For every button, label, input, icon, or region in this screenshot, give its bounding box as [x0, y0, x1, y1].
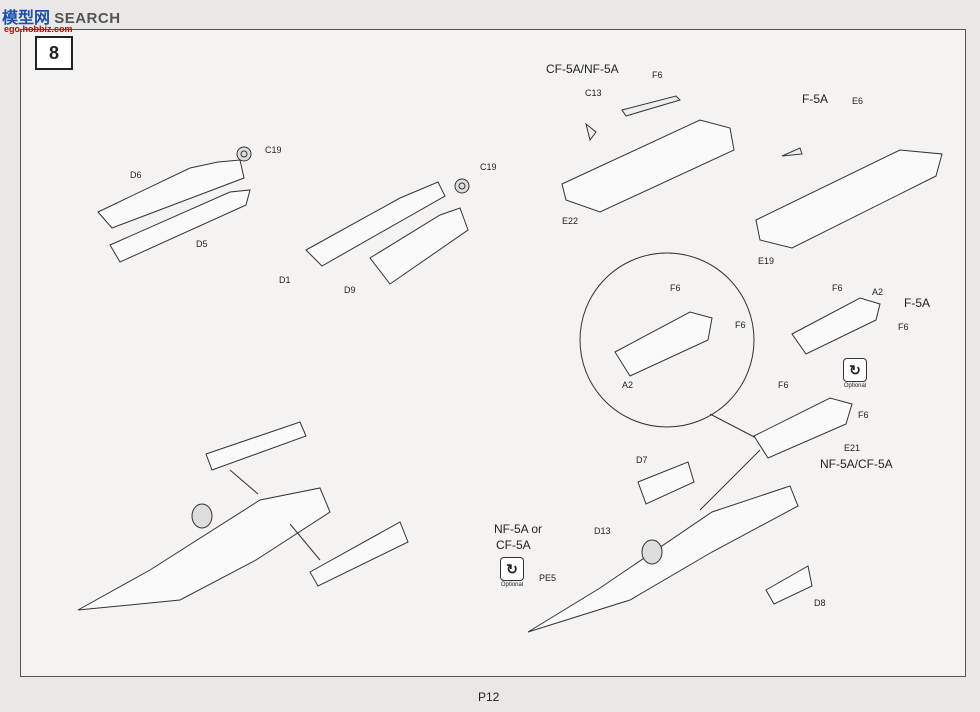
variant-f5a-mid: F-5A	[904, 296, 931, 310]
part-label: F6	[898, 322, 909, 332]
part-label: PE5	[539, 573, 557, 583]
part-label: D8	[814, 598, 826, 608]
part-label: D9	[344, 285, 356, 295]
part-label: D6	[130, 170, 142, 180]
part-label: F6	[832, 283, 843, 293]
page-number: P12	[478, 690, 500, 704]
part-label: F6	[670, 283, 681, 293]
part-label: E22	[562, 216, 579, 226]
part-label: F6	[778, 380, 789, 390]
optional-badge: ↻ Optional	[843, 358, 867, 389]
part-label: C19	[480, 162, 497, 172]
part-label: D1	[279, 275, 291, 285]
step-number: 8	[35, 36, 73, 70]
part-label: E19	[758, 256, 775, 266]
variant-cf-nf: CF-5A/NF-5A	[546, 62, 619, 76]
part-label: D13	[594, 526, 611, 536]
part-label: C19	[265, 145, 282, 155]
part-label: F6	[858, 410, 869, 420]
optional-badge: ↻ Optional	[500, 557, 524, 588]
d1-d9-assembly	[305, 178, 470, 285]
part-label: D5	[196, 239, 208, 249]
part-label: E21	[844, 443, 861, 453]
part-label: E6	[852, 96, 864, 106]
variant-cf: CF-5A	[496, 538, 531, 552]
watermark-site: ego.hobbiz.com	[4, 24, 73, 34]
rotate-icon: ↻	[843, 358, 867, 382]
part-label: C13	[585, 88, 602, 98]
left-fuselage	[77, 421, 409, 611]
rotate-icon: ↻	[500, 557, 524, 581]
e19-panel	[755, 147, 943, 249]
e22-panel	[561, 95, 735, 213]
detail-circle	[579, 252, 755, 428]
part-label: A2	[872, 287, 884, 297]
d6-d5-assembly	[97, 146, 252, 263]
part-label: D7	[636, 455, 648, 465]
variant-nf-or: NF-5A or	[494, 522, 543, 536]
part-label: F6	[652, 70, 663, 80]
watermark-logo: 模型网 SEARCH	[2, 10, 121, 27]
part-label: F6	[735, 320, 746, 330]
part-label: A2	[622, 380, 634, 390]
right-fuselage	[527, 449, 813, 633]
variant-f5a-top: F-5A	[802, 92, 829, 106]
variant-nf-cf: NF-5A/CF-5A	[820, 457, 893, 471]
